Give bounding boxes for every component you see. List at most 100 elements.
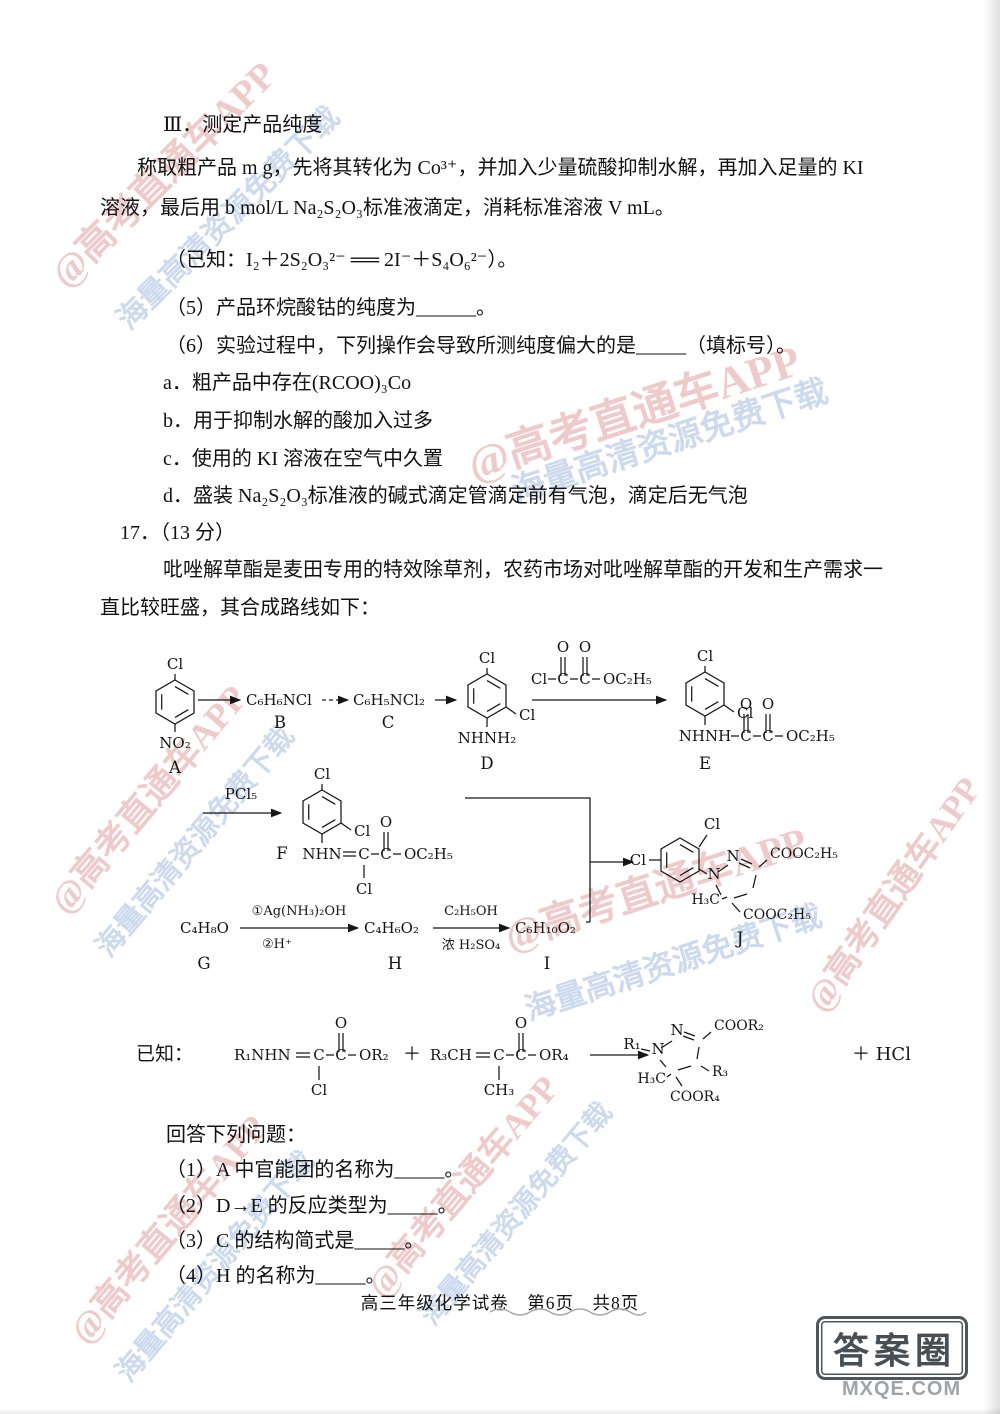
oc2h5-label: OC₂H₅ — [786, 727, 835, 745]
oc2h5-label: OC₂H₅ — [603, 670, 652, 688]
or4-label: OR₄ — [539, 1046, 569, 1064]
question-17-3: （3）C 的结构简式是_____。 — [166, 1230, 425, 1252]
page-bottom-shadow — [0, 1408, 1000, 1414]
label-i: I — [544, 954, 551, 973]
conc-h2so4-label: 浓 H₂SO₄ — [442, 938, 500, 953]
formula-g: C₄H₈O — [180, 919, 229, 937]
q17-intro-line2: 直比较旺盛，其合成路线如下： — [100, 597, 380, 619]
label-f: F — [276, 844, 287, 863]
cl-label: Cl — [354, 822, 370, 840]
r3-label: R₃ — [712, 1064, 728, 1080]
label-h: H — [388, 954, 402, 973]
cl-label: Cl — [697, 647, 713, 665]
connector-to-j — [465, 797, 635, 922]
option-c: c．使用的 KI 溶液在空气中久置 — [163, 448, 443, 470]
section-3-heading: Ⅲ．测定产品纯度 — [163, 114, 323, 136]
cl-label: Cl — [311, 1081, 327, 1099]
page-edge-shadow — [984, 0, 1000, 1414]
h3c-label: H₃C — [637, 1071, 666, 1087]
label-j: J — [735, 929, 744, 948]
silver-ammonia-label: ①Ag(NH₃)₂OH — [252, 904, 347, 919]
o-label: O — [515, 1014, 527, 1032]
n-label: N — [670, 1021, 683, 1039]
o-label: O — [740, 695, 752, 713]
cl-label: Cl — [704, 815, 720, 833]
plus-sign: ＋ — [403, 1044, 421, 1065]
formula-b: C₆H₆NCl — [246, 691, 312, 709]
structure-j: Cl Cl N N COOC₂H₅ H₃C COOC₂H₅ J — [630, 815, 838, 948]
question-17-2: （2）D→E 的反应类型为_____。 — [166, 1195, 458, 1217]
question-6: （6）实验过程中，下列操作会导致所测纯度偏大的是_____（填标号）。 — [166, 335, 796, 357]
acidify-label: ②H⁺ — [262, 937, 292, 952]
question-17-4: （4）H 的名称为_____。 — [166, 1265, 386, 1287]
arrow-pcl5: PCl₅ — [203, 785, 283, 818]
option-b: b．用于抑制水解的酸加入过多 — [163, 410, 433, 432]
structure-a: Cl NO₂ A — [155, 655, 195, 777]
c-label: C — [335, 1046, 346, 1064]
o-label: O — [762, 695, 774, 713]
pcl5-label: PCl₅ — [225, 785, 257, 803]
label-e: E — [699, 754, 711, 773]
nhn-label: NHN — [302, 845, 341, 863]
cl-label: Cl — [519, 706, 535, 724]
cl-label: Cl — [167, 655, 183, 673]
known-reaction-scheme: 已知： R₁NHN C Cl C O OR₂ ＋ R₃CH C CH₃ C O — [136, 1014, 911, 1105]
stamp-site: MXQE.COM — [842, 1378, 962, 1400]
label-b: B — [274, 713, 286, 732]
coor2-label: COOR₂ — [714, 1018, 764, 1034]
nhnh2-label: NHNH₂ — [458, 729, 516, 747]
r1-label: R₁ — [623, 1035, 640, 1053]
c-label: C — [358, 845, 369, 863]
c-label: C — [493, 1046, 504, 1064]
c-label: C — [579, 670, 590, 688]
no2-label: NO₂ — [159, 734, 190, 752]
c-label: C — [740, 727, 751, 745]
n-label: N — [726, 847, 739, 865]
cl-label: Cl — [531, 670, 547, 688]
known-equation: （已知：I₂＋2S₂O₃²⁻ ══ 2I⁻＋S₄O₆²⁻）。 — [166, 249, 518, 271]
cl-label: Cl — [630, 851, 646, 869]
option-d: d．盛装 Na₂S₂O₃标准液的碱式滴定管滴定前有气泡，滴定后无气泡 — [163, 485, 748, 507]
coor4-label: COOR₄ — [670, 1089, 720, 1105]
plus-hcl: ＋ HCl — [852, 1044, 911, 1065]
cooc2h5-label: COOC₂H₅ — [770, 846, 838, 862]
answer-prompt: 回答下列问题： — [166, 1124, 306, 1146]
purity-paragraph-line2: 溶液，最后用 b mol/L Na₂S₂O₃标准液滴定，消耗标准溶液 V mL。 — [100, 197, 675, 219]
c-label: C — [380, 845, 391, 863]
cl-label: Cl — [737, 704, 753, 722]
formula-i: C₆H₁₀O₂ — [515, 919, 576, 937]
question-5: （5）产品环烷酸钴的纯度为______。 — [166, 297, 496, 319]
nhnh-label: NHNH — [679, 727, 731, 745]
or2-label: OR₂ — [359, 1046, 389, 1064]
synthesis-scheme: Cl NO₂ A C₆H₆NCl B C₆H₅NCl₂ C Cl Cl NHNH… — [155, 638, 838, 973]
c-label: C — [515, 1046, 526, 1064]
c-label: C — [557, 670, 568, 688]
answer-stamp: 答案圈 — [816, 1316, 968, 1380]
purity-paragraph-line1: 称取粗产品 m g，先将其转化为 Co³⁺，并加入少量硫酸抑制水解，再加入足量的… — [137, 157, 864, 179]
cooc2h5-label: COOC₂H₅ — [743, 907, 811, 923]
cl-label: Cl — [314, 765, 330, 783]
option-a: a．粗产品中存在(RCOO)₃Co — [163, 372, 412, 394]
reactant-hydrazonoyl: R₁NHN C Cl C O OR₂ — [234, 1014, 389, 1099]
question-17-heading: 17．（13 分） — [120, 522, 235, 544]
c-label: C — [762, 727, 773, 745]
o-label: O — [557, 638, 569, 656]
footer-squiggle — [489, 1308, 647, 1316]
ch3-label: CH₃ — [484, 1081, 515, 1099]
structure-f: Cl Cl NHN C Cl C O OC₂H₅ F — [276, 765, 453, 898]
h3c-label: H₃C — [691, 892, 720, 908]
ethanol-label: C₂H₅OH — [444, 904, 498, 919]
n-label: N — [651, 1040, 664, 1058]
label-d: D — [480, 754, 493, 773]
o-label: O — [579, 638, 591, 656]
cl-label: Cl — [479, 649, 495, 667]
q17-intro-line1: 吡唑解草酯是麦田专用的特效除草剂，农药市场对吡唑解草酯的开发和生产需求一 — [163, 559, 883, 581]
question-17-1: （1）A 中官能团的名称为_____。 — [166, 1159, 465, 1181]
reagent-ethyl-oxalyl-chloride: Cl C O C O OC₂H₅ — [531, 638, 652, 688]
known-prefix: 已知： — [136, 1043, 193, 1065]
product-pyrazoline: R₁ N N COOR₂ R₃ H₃C COOR₄ — [623, 1018, 763, 1105]
arrow-h-to-i: C₂H₅OH 浓 H₂SO₄ — [433, 904, 511, 953]
o-label: O — [335, 1014, 347, 1032]
c-label: C — [313, 1046, 324, 1064]
